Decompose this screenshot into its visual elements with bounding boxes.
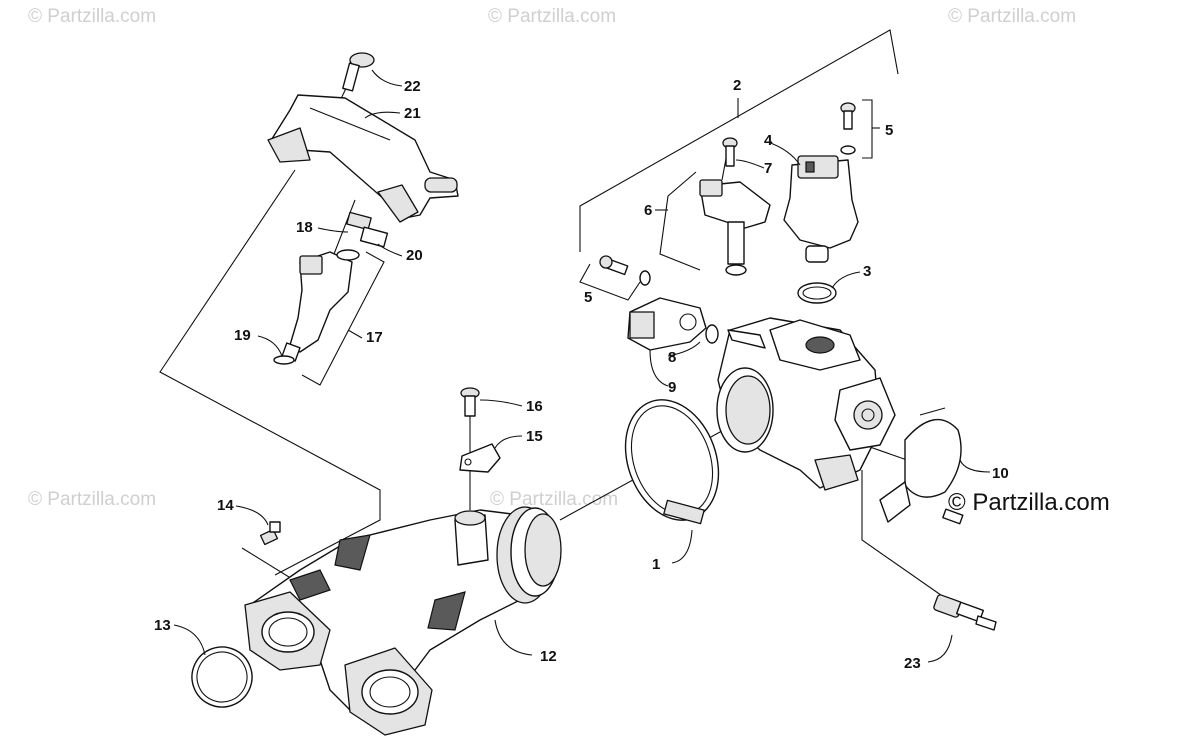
callout-8: 8 [668,349,676,366]
callout-6: 6 [644,202,652,219]
callout-1: 1 [652,556,660,573]
callout-numbers: 1 2 3 4 5 5 6 7 8 9 10 12 13 14 15 16 17… [154,77,1009,672]
callout-2: 2 [733,77,741,94]
callout-12: 12 [540,648,557,665]
callout-15: 15 [526,428,543,445]
watermark-top-center: © Partzilla.com [488,6,616,27]
injector-o-ring-19 [273,355,295,365]
screw-washer-upper [840,102,856,155]
manifold-fitting [259,521,281,546]
intake-manifold [244,506,562,736]
callout-3: 3 [863,263,871,280]
callout-14: 14 [217,497,234,514]
callout-9: 9 [668,379,676,396]
callout-13: 13 [154,617,171,634]
group-bracket-lines [159,29,949,601]
callout-19: 19 [234,327,251,344]
watermark-mid-left: © Partzilla.com [28,489,156,510]
callout-18: 18 [296,219,313,236]
watermark-top-left: © Partzilla.com [28,6,156,27]
callout-22: 22 [404,78,421,95]
screw-7 [722,137,738,167]
watermark-top-right: © Partzilla.com [948,6,1076,27]
throttle-body [716,317,896,491]
callout-leaders [173,69,991,663]
throttle-o-ring [797,282,837,304]
screw-washer-lower [599,255,651,286]
callout-5-lower: 5 [584,289,592,306]
callout-10: 10 [992,465,1009,482]
callout-4: 4 [764,132,773,149]
callout-7: 7 [764,160,772,177]
callout-17: 17 [366,329,383,346]
idle-air-control-valve [783,155,859,263]
intake-clamp [624,399,720,525]
throttle-position-sensor [627,297,707,351]
watermark-main: © Partzilla.com [948,489,1110,516]
hose-clamp-small [459,443,501,473]
throttle-cover [904,407,962,498]
sensor-o-ring [705,324,719,344]
callout-23: 23 [904,655,921,672]
callout-21: 21 [404,105,421,122]
fuel-rail [267,94,459,223]
map-sensor [699,179,771,276]
bolt-22 [342,52,375,92]
bolt-16 [460,387,480,417]
watermark-mid-center: © Partzilla.com [490,489,618,510]
callout-20: 20 [406,247,423,264]
cover-bracket [879,481,964,525]
injector-clip [346,211,389,248]
fuel-injector [281,249,360,362]
callout-16: 16 [526,398,543,415]
callout-5-upper: 5 [885,122,893,139]
manifold-o-ring [191,646,253,708]
temperature-sensor [933,594,997,631]
